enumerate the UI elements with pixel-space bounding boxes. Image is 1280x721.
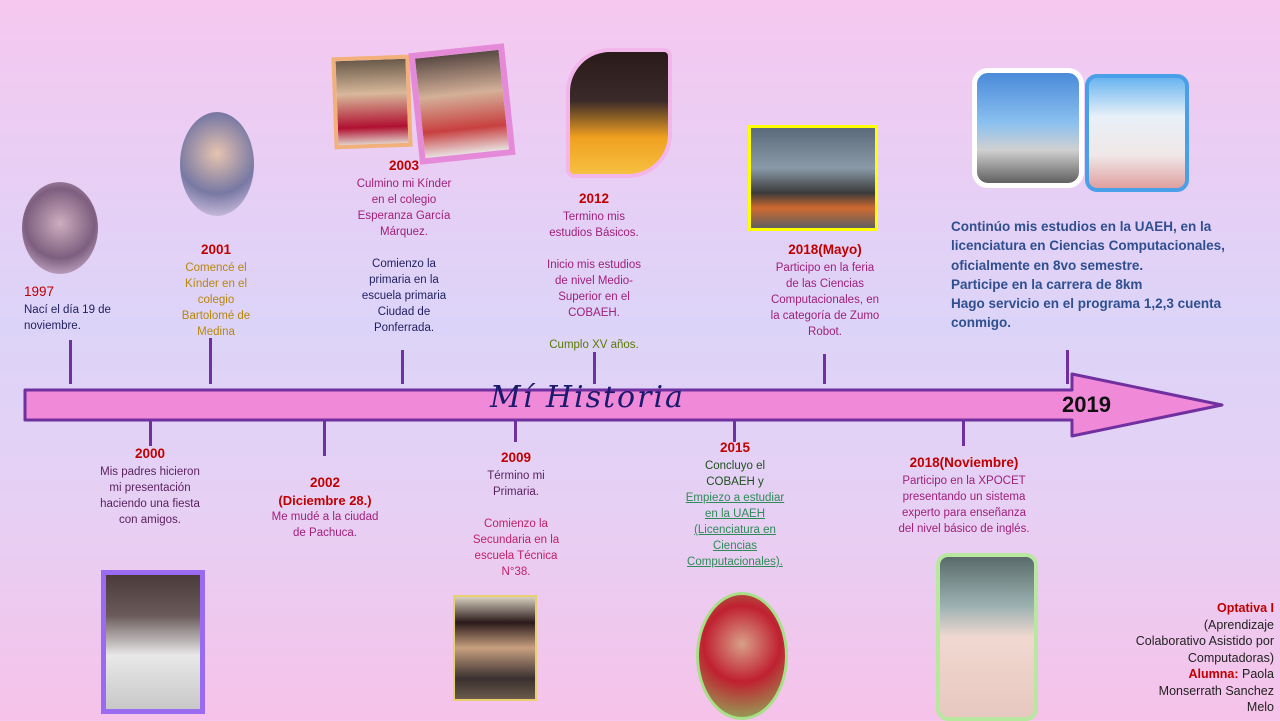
event-year: 2000 bbox=[134, 446, 166, 461]
timeline-title: Mí Historia bbox=[490, 380, 685, 415]
event-year: 2009 bbox=[500, 450, 532, 465]
tick-2012 bbox=[593, 352, 596, 384]
event-text: Mis padres hicieron mi presentación haci… bbox=[100, 466, 200, 526]
event-year: 2018(Mayo) bbox=[788, 242, 862, 257]
baby-photo bbox=[22, 182, 98, 274]
event-year-sub: (Diciembre 28.) bbox=[278, 493, 372, 508]
course-label: Optativa I bbox=[1217, 601, 1274, 615]
tick-2015 bbox=[733, 420, 736, 442]
event-2012: 2012 Termino mis estudios Básicos. Inici… bbox=[542, 191, 646, 353]
event-text: Participo en la feria de las Ciencias Co… bbox=[770, 262, 880, 338]
event-text-2: Inicio mis estudios de nivel Medio-Super… bbox=[547, 259, 641, 319]
event-year: 2001 bbox=[200, 242, 232, 257]
tick-2019 bbox=[1066, 350, 1069, 384]
event-2015: 2015 Concluyo el COBAEH y Empiezo a estu… bbox=[680, 440, 790, 570]
zumo-robot-photo bbox=[748, 125, 878, 231]
student-label: Alumna: bbox=[1188, 667, 1239, 681]
event-text-2: Empiezo a estudiar en la UAEH (Licenciat… bbox=[685, 492, 785, 568]
event-text: Comencé el Kínder en el colegio Bartolom… bbox=[181, 262, 251, 338]
tick-1997 bbox=[69, 340, 72, 384]
event-text: Término mi Primaria. bbox=[487, 470, 545, 498]
event-text: Concluyo el COBAEH y bbox=[704, 460, 766, 488]
event-year: 2003 bbox=[388, 158, 420, 173]
event-2018-mayo: 2018(Mayo) Participo en la feria de las … bbox=[770, 242, 880, 340]
timeline-arrow bbox=[23, 372, 1224, 438]
event-year: 1997 bbox=[24, 284, 55, 299]
event-text-2: Comienzo la primaria en la escuela prima… bbox=[361, 258, 447, 334]
event-text: Termino mis estudios Básicos. bbox=[549, 211, 639, 239]
presentation-photo bbox=[101, 570, 205, 714]
kinder-photo-1 bbox=[331, 54, 413, 150]
tick-2018-mayo bbox=[823, 354, 826, 384]
event-text: Me mudé a la ciudad de Pachuca. bbox=[271, 511, 379, 539]
tick-2001 bbox=[209, 338, 212, 384]
event-1997: 1997 Nací el día 19 de noviembre. bbox=[24, 284, 124, 334]
uaeh-mascot-photo bbox=[972, 68, 1084, 188]
xv-photo bbox=[566, 48, 672, 178]
event-2009: 2009 Término mi Primaria. Comienzo la Se… bbox=[464, 450, 568, 580]
tick-2018-nov bbox=[962, 420, 965, 446]
xpocet-photo bbox=[936, 553, 1038, 721]
event-year: 2015 bbox=[719, 440, 751, 455]
end-year: 2019 bbox=[1062, 392, 1111, 417]
tick-2000 bbox=[149, 420, 152, 446]
kinder-photo-2 bbox=[408, 43, 516, 165]
event-text: Nací el día 19 de noviembre. bbox=[24, 304, 111, 332]
event-text-3: Cumplo XV años. bbox=[549, 339, 639, 351]
event-year: 2002 bbox=[309, 475, 341, 490]
id-badge-photo bbox=[1085, 74, 1189, 192]
course-description: (Aprendizaje Colaborativo Asistido por C… bbox=[1135, 617, 1274, 665]
tick-2003 bbox=[401, 350, 404, 384]
event-2001: 2001 Comencé el Kínder en el colegio Bar… bbox=[176, 242, 256, 340]
tick-2009 bbox=[514, 420, 517, 442]
event-2002: 2002 (Diciembre 28.) Me mudé a la ciudad… bbox=[270, 475, 380, 541]
event-text: Culmino mi Kínder en el colegio Esperanz… bbox=[356, 178, 452, 238]
event-2003: 2003 Culmino mi Kínder en el colegio Esp… bbox=[352, 158, 456, 336]
toddler-photo bbox=[180, 112, 254, 216]
student-name: Paola Monserrath Sanchez Melo bbox=[1158, 667, 1274, 714]
uaeh-photo bbox=[696, 592, 788, 720]
event-text: Participo en la XPOCET presentando un si… bbox=[898, 475, 1030, 535]
event-2019: Continúo mis estudios en la UAEH, en la … bbox=[951, 219, 1225, 331]
event-2000: 2000 Mis padres hicieron mi presentación… bbox=[98, 446, 202, 528]
secundaria-photo bbox=[453, 595, 537, 701]
event-2018-nov: 2018(Noviembre) Participo en la XPOCET p… bbox=[896, 455, 1032, 537]
event-year: 2018(Noviembre) bbox=[909, 455, 1019, 470]
event-year: 2012 bbox=[578, 191, 610, 206]
event-text-2: Comienzo la Secundaria en la escuela Téc… bbox=[472, 518, 560, 578]
course-info: Optativa I (Aprendizaje Colaborativo Asi… bbox=[1134, 600, 1274, 716]
tick-2002 bbox=[323, 420, 326, 456]
